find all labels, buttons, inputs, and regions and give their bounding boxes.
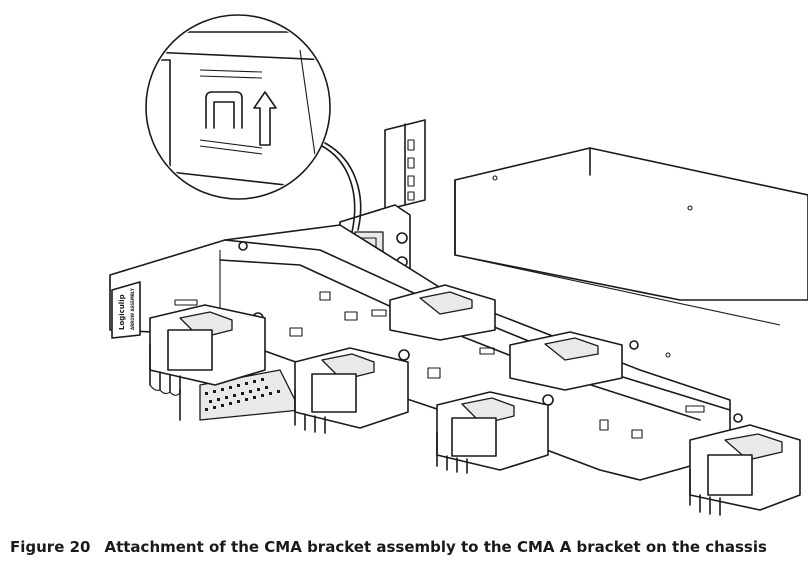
arm-handle-sublabel: ARROW ASSEMBLY — [130, 288, 135, 330]
rack-rail — [384, 119, 426, 211]
arrow-up-icon — [253, 91, 277, 146]
callout-leader — [319, 144, 356, 233]
cable-clip-1 — [149, 304, 266, 396]
bracket-latch-icon — [205, 91, 243, 129]
cable-clip-4 — [689, 424, 801, 516]
figure-number: Figure 20 — [10, 538, 91, 556]
cable-clip-3 — [436, 391, 549, 474]
cma-bracket-illustration: Logiculip ARROW ASSEMBLY — [109, 14, 808, 516]
figure-caption: Figure 20 Attachment of the CMA bracket a… — [10, 538, 767, 556]
cable-clip-rear-2 — [509, 331, 623, 391]
figure-caption-text: Attachment of the CMA bracket assembly t… — [104, 538, 767, 556]
cable-clip-rear-1 — [389, 284, 496, 341]
cable-clip-2 — [294, 347, 409, 434]
magnified-callout — [145, 14, 331, 200]
server-chassis — [454, 147, 808, 358]
callout-leader-outline — [324, 142, 362, 231]
arm-handle-label: Logiculip — [118, 294, 126, 330]
